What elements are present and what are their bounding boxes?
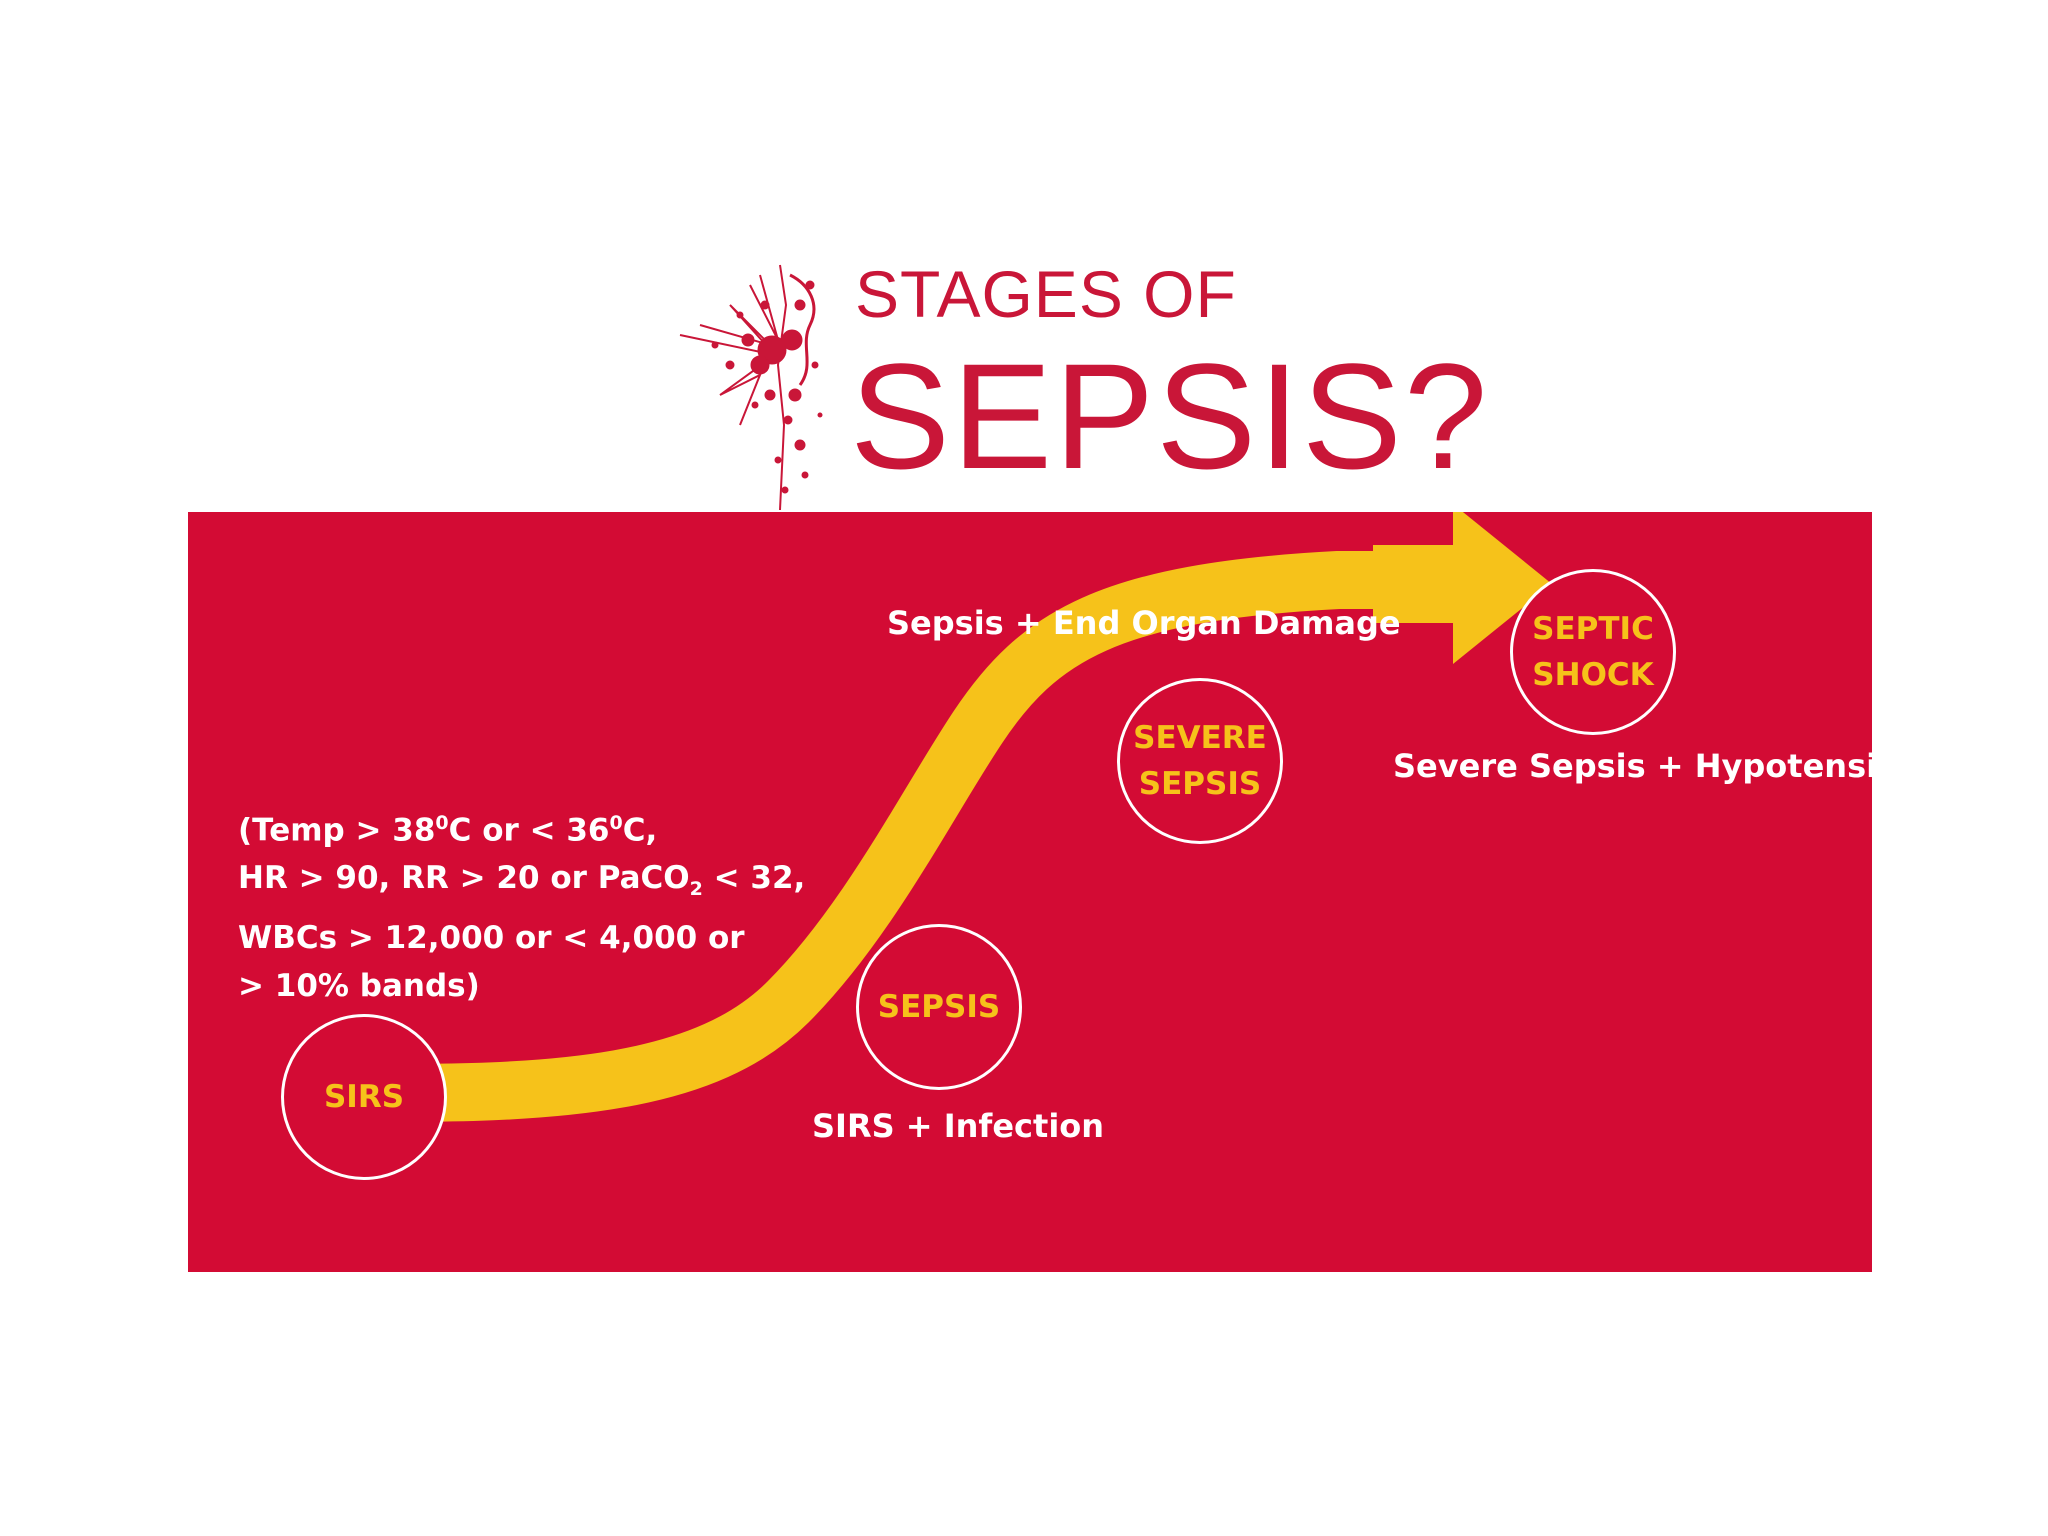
stage-sepsis: SEPSIS (856, 924, 1022, 1090)
criteria-line-2: HR > 90, RR > 20 or PaCO2 < 32, (238, 860, 806, 901)
title-block: STAGES OF SEPSIS? (660, 245, 1487, 511)
caption-sepsis: SIRS + Infection (812, 1107, 1105, 1145)
title-line-2: SEPSIS? (850, 332, 1490, 500)
stage-sirs: SIRS (281, 1014, 447, 1180)
caption-severe-sepsis: Sepsis + End Organ Damage (887, 604, 1401, 642)
arrow-head-icon (1373, 512, 1552, 664)
stages-panel: SIRS SEPSIS SEVERE SEPSIS SEPTIC SHOCK S… (188, 512, 1922, 1272)
sirs-criteria: (Temp > 380C or < 360C, HR > 90, RR > 20… (238, 799, 805, 1010)
blood-splatter-icon (679, 264, 823, 511)
stage-septic-shock-label: SEPTIC SHOCK (1532, 610, 1654, 694)
stage-severe-sepsis: SEVERE SEPSIS (1117, 678, 1283, 844)
criteria-line-1: (Temp > 380C or < 360C, (238, 812, 658, 849)
stage-sirs-label: SIRS (323, 1078, 405, 1115)
caption-septic-shock: Severe Sepsis + Hypotension (1393, 747, 1922, 785)
stage-sepsis-label: SEPSIS (877, 988, 1001, 1025)
criteria-line-3: WBCs > 12,000 or < 4,000 or (238, 919, 745, 956)
stage-severe-sepsis-label: SEVERE SEPSIS (1133, 719, 1267, 803)
progression-path (332, 512, 1552, 1122)
criteria-line-4: > 10% bands) (238, 967, 480, 1004)
title-line-1: STAGES OF (855, 257, 1237, 331)
stage-septic-shock: SEPTIC SHOCK (1510, 569, 1676, 735)
